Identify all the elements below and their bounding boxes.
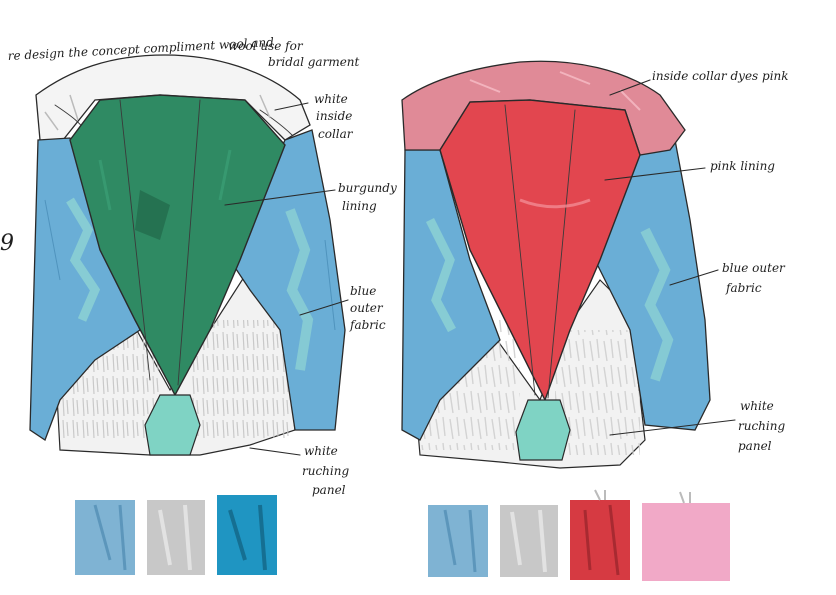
label-white-ruching-right-2: ruching	[738, 419, 785, 433]
label-burgundy-lining-2: lining	[342, 199, 377, 213]
label-pink-lining: pink lining	[710, 159, 775, 173]
intro-note-line3: bridal garment	[268, 55, 360, 69]
left-garment	[30, 55, 345, 455]
label-blue-outer-fabric-right-1: blue outer	[722, 261, 786, 275]
label-white-ruching-right-3: panel	[738, 439, 772, 453]
blue-fabric-swatch	[428, 505, 488, 577]
red-fabric-swatch	[570, 500, 630, 580]
label-white-ruching-left-2: ruching	[302, 464, 349, 478]
label-blue-outer-fabric-left-2: outer	[350, 301, 384, 315]
label-white-inside-collar-2: inside	[316, 109, 352, 123]
grey-fabric-swatch	[500, 505, 558, 577]
label-white-ruching-left-3: panel	[312, 483, 346, 497]
grey-fabric-swatch	[147, 500, 205, 575]
side-mark: 9	[0, 231, 14, 256]
right-garment	[402, 61, 710, 468]
pink-fabric-swatch	[642, 503, 730, 581]
label-blue-outer-fabric-left-1: blue	[350, 284, 376, 298]
label-white-ruching-right-1: white	[740, 399, 774, 413]
label-inside-collar-pink: inside collar dyes pink	[652, 69, 789, 83]
label-burgundy-lining-1: burgundy	[338, 181, 397, 195]
label-white-inside-collar-1: white	[314, 92, 348, 106]
left-fabric-swatches	[75, 495, 277, 575]
label-blue-outer-fabric-right-2: fabric	[725, 281, 762, 295]
label-blue-outer-fabric-left-3: fabric	[349, 318, 386, 332]
label-white-inside-collar-3: collar	[318, 127, 354, 141]
label-white-ruching-left-1: white	[304, 444, 338, 458]
teal-fabric-swatch	[217, 495, 277, 575]
right-fabric-swatches	[428, 490, 730, 581]
intro-note-line2: wool use for	[228, 39, 304, 53]
right-aqua-panel	[516, 400, 570, 460]
